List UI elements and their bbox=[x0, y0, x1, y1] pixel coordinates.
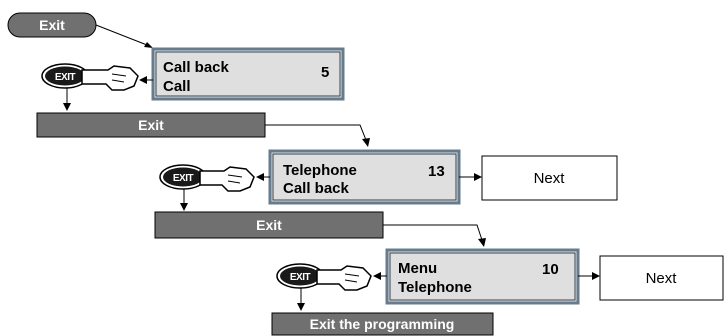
pointing-hand-icon bbox=[316, 265, 372, 291]
exit-key-body bbox=[280, 266, 320, 286]
hand-finger-line bbox=[227, 174, 243, 184]
next-box-label: Next bbox=[646, 270, 678, 287]
display-line-1: Telephone bbox=[283, 162, 357, 179]
hand-finger-line bbox=[111, 73, 127, 83]
next-box[interactable] bbox=[599, 255, 724, 301]
exit-key-label: EXIT bbox=[290, 272, 311, 283]
arrow-head bbox=[144, 42, 153, 48]
exit-key-body bbox=[163, 167, 203, 187]
arrow-head bbox=[592, 272, 600, 280]
exit-programming-bar[interactable] bbox=[271, 312, 494, 336]
arrow-head bbox=[180, 203, 188, 211]
lcd-display-inner bbox=[389, 252, 576, 301]
arrow-head bbox=[139, 76, 147, 84]
arrow-head bbox=[478, 238, 486, 247]
exit-key[interactable]: EXIT bbox=[276, 263, 324, 289]
pointing-hand-icon bbox=[81, 65, 139, 91]
display-number: 10 bbox=[542, 261, 559, 278]
exit-key[interactable]: EXIT bbox=[159, 164, 207, 190]
exit-bar[interactable] bbox=[36, 112, 266, 138]
exit-programming-bar-label: Exit the programming bbox=[310, 316, 455, 332]
arrow-head bbox=[474, 173, 482, 181]
display-number: 13 bbox=[428, 163, 445, 180]
lcd-display bbox=[385, 248, 580, 305]
connector-line bbox=[265, 124, 367, 141]
exit-key-label: EXIT bbox=[173, 173, 194, 184]
arrow-head bbox=[63, 103, 71, 111]
connector-line bbox=[383, 224, 483, 241]
step-2: Telephone Call back 13 Next EXIT Exit bbox=[154, 149, 618, 247]
lcd-display-inner bbox=[155, 51, 341, 97]
arrow-head bbox=[297, 303, 305, 311]
display-line-2: Call back bbox=[283, 180, 350, 197]
next-box-label: Next bbox=[534, 170, 566, 187]
connector-line bbox=[95, 24, 148, 46]
display-line-1: Menu bbox=[398, 260, 437, 277]
display-line-2: Telephone bbox=[398, 279, 472, 296]
exit-key-label: EXIT bbox=[55, 72, 76, 83]
next-box[interactable] bbox=[481, 155, 618, 201]
arrow-head bbox=[256, 173, 264, 181]
arrow-head bbox=[373, 272, 381, 280]
lcd-display-inner bbox=[272, 153, 457, 201]
lcd-display bbox=[151, 47, 345, 101]
exit-key[interactable]: EXIT bbox=[41, 63, 89, 89]
exit-bar-label: Exit bbox=[256, 217, 282, 233]
exit-bar-label: Exit bbox=[138, 117, 164, 133]
pointing-hand-icon bbox=[199, 166, 255, 192]
display-line-2: Call bbox=[163, 78, 191, 95]
step-3: Menu Telephone 10 Next EXIT Exit the pro… bbox=[271, 248, 724, 336]
exit-start-button-label: Exit bbox=[39, 17, 65, 33]
hand-finger-line bbox=[344, 273, 360, 283]
step-1: Call back Call 5 EXIT Exit bbox=[36, 47, 370, 147]
display-number: 5 bbox=[321, 64, 329, 81]
display-line-1: Call back bbox=[163, 59, 230, 76]
arrow-head bbox=[362, 138, 370, 147]
exit-key-body bbox=[45, 66, 85, 86]
